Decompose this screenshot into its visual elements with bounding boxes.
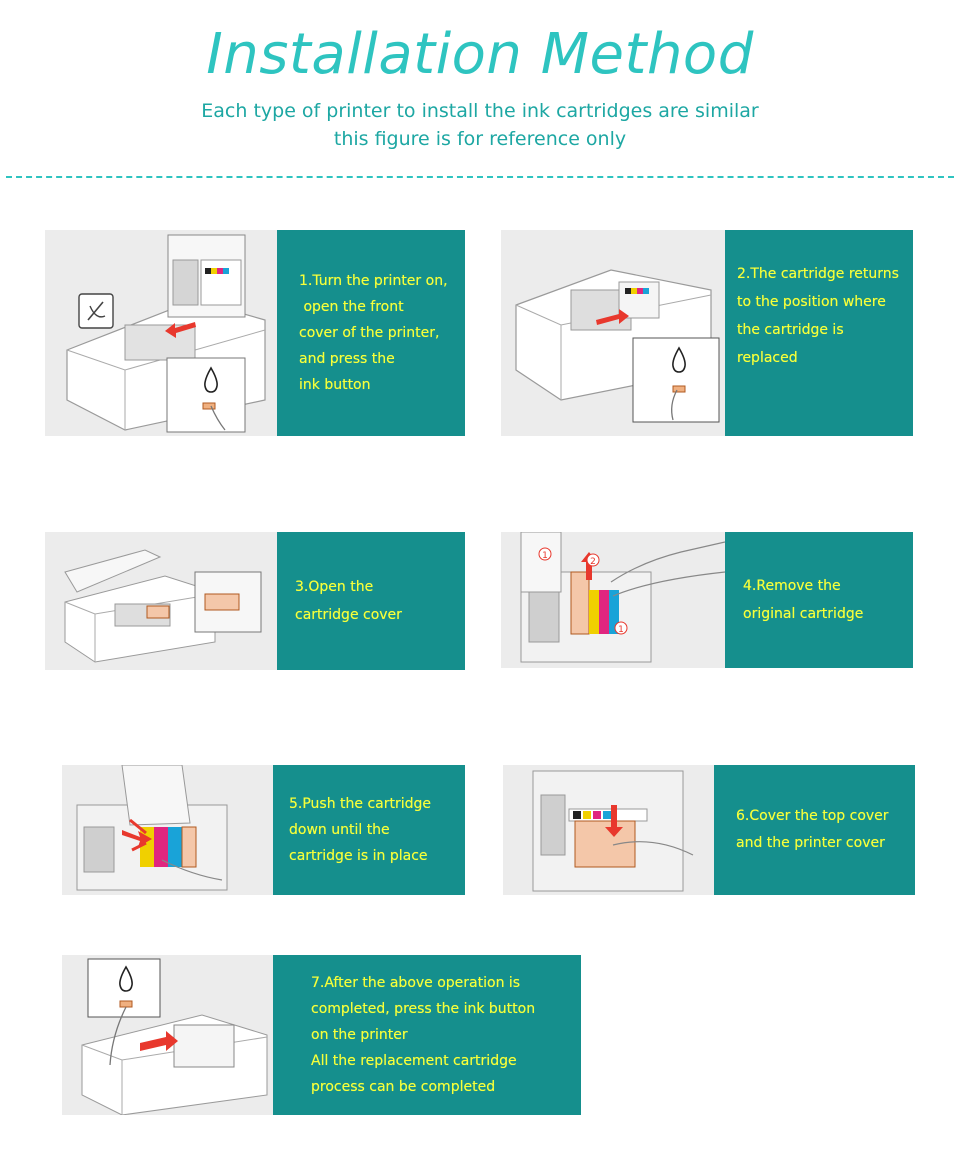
callout-two: 2: [586, 553, 600, 567]
step-2-illustration: [501, 230, 725, 436]
step-2-line-4: replaced: [737, 350, 798, 366]
step-3-illustration: [45, 532, 277, 670]
cartridge-icon: [574, 820, 636, 868]
step-7-illustration: [62, 955, 273, 1115]
step-3-panel: 3.Open the cartridge cover: [277, 532, 465, 670]
finger-press-icon: [210, 405, 226, 431]
step-1-line-4: and press the: [299, 351, 395, 367]
step-6-line-2: and the printer cover: [736, 835, 885, 851]
arrow-icon: [122, 818, 152, 852]
step-5-panel: 5.Push the cartridge down until the cart…: [273, 765, 465, 895]
step-4-panel: 4.Remove the original cartridge: [725, 532, 913, 668]
no-power-icon: [78, 293, 114, 329]
callout-one-top: 1: [538, 547, 552, 561]
subtitle-line-2: this figure is for reference only: [333, 128, 627, 150]
step-4-illustration: 1 2 1: [501, 532, 725, 668]
step-5-line-3: cartridge is in place: [289, 848, 428, 864]
step-1-line-5: ink button: [299, 377, 371, 393]
step-6-illustration: [503, 765, 714, 895]
step-1-line-2: open the front: [299, 299, 404, 315]
finger-press-icon: [671, 389, 678, 421]
step-1-illustration: [45, 230, 277, 436]
svg-text:1: 1: [542, 551, 548, 561]
step-2-panel: 2.The cartridge returns to the position …: [725, 230, 913, 436]
cartridge-icon: [140, 826, 197, 868]
arrow-icon: [165, 322, 196, 338]
step-7-line-1: 7.After the above operation is: [311, 975, 521, 991]
step-4-line-2: original cartridge: [743, 606, 864, 622]
step-6-panel: 6.Cover the top cover and the printer co…: [714, 765, 915, 895]
step-5-illustration: [62, 765, 273, 895]
arrow-icon: [140, 1031, 178, 1051]
step-7-line-3: on the printer: [311, 1027, 408, 1043]
step-3-line-1: 3.Open the: [295, 579, 374, 595]
step-1-panel: 1.Turn the printer on, open the front co…: [277, 230, 465, 436]
finger-press-icon: [612, 841, 694, 856]
subtitle-line-1: Each type of printer to install the ink …: [201, 100, 759, 122]
step-2-line-3: the cartridge is: [737, 322, 844, 338]
printer-icon: [64, 549, 216, 663]
cartridge-icon: [204, 593, 240, 611]
finger-press-icon: [109, 1006, 127, 1066]
step-2-line-2: to the position where: [737, 294, 886, 310]
arrow-icon: [605, 805, 623, 837]
step-5-line-2: down until the: [289, 822, 390, 838]
step-5-line-1: 5.Push the cartridge: [289, 796, 432, 812]
cartridge-icon: [146, 605, 170, 619]
callout-one-bottom: 1: [614, 621, 628, 635]
step-7-line-5: process can be completed: [311, 1079, 496, 1095]
arrow-icon: [596, 309, 629, 325]
printer-icon: [81, 1014, 268, 1115]
step-1-line-1: 1.Turn the printer on,: [299, 273, 448, 289]
dashed-divider: [6, 176, 954, 178]
ink-drop-icon: [87, 958, 161, 1018]
step-7-panel: 7.After the above operation is completed…: [273, 955, 581, 1115]
svg-text:1: 1: [618, 625, 624, 635]
finger-press-icon: [161, 859, 223, 881]
step-3-line-2: cartridge cover: [295, 607, 402, 623]
step-4-line-1: 4.Remove the: [743, 578, 841, 594]
svg-text:2: 2: [590, 557, 596, 567]
ink-drop-icon: [166, 357, 246, 433]
step-7-line-2: completed, press the ink button: [311, 1001, 536, 1017]
step-1-line-3: cover of the printer,: [299, 325, 440, 341]
finger-press-icon: [610, 541, 725, 597]
page-title: Installation Method: [206, 22, 754, 87]
ink-drop-icon: [632, 337, 720, 423]
step-6-line-1: 6.Cover the top cover: [736, 808, 889, 824]
step-2-line-1: 2.The cartridge returns: [737, 266, 899, 282]
cartridge-icon: [570, 571, 619, 635]
step-7-line-4: All the replacement cartridge: [311, 1053, 517, 1069]
